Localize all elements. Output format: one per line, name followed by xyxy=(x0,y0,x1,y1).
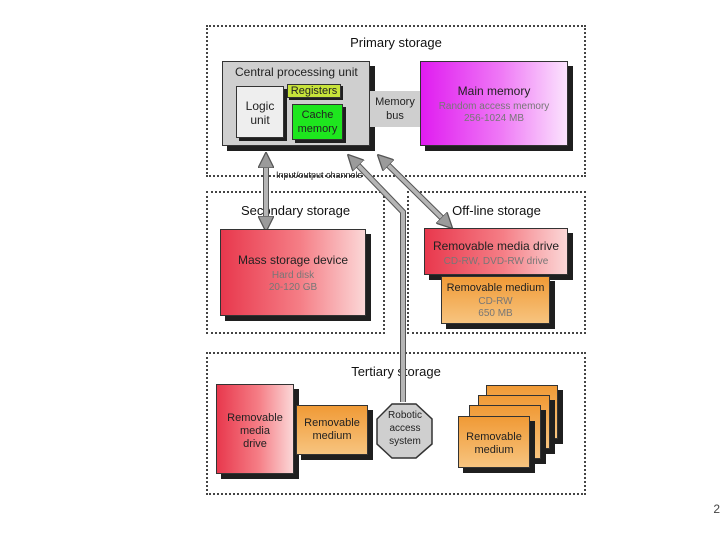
main-memory-title: Main memory xyxy=(457,84,531,98)
robotic-line2: access xyxy=(389,423,421,434)
cache-line2: memory xyxy=(297,123,338,135)
offline-drive-line1: CD-RW, DVD-RW drive xyxy=(443,256,549,267)
mass-storage-line1: Hard disk xyxy=(271,270,315,281)
io-channels-label: Input/output channels xyxy=(276,170,363,180)
stack-medium-line1: Removable xyxy=(466,431,522,443)
tertiary-drive-line3: drive xyxy=(243,438,267,450)
memory-bus-box: Memory bus xyxy=(370,91,420,127)
main-memory-box: Main memory Random access memory 256-102… xyxy=(420,61,568,146)
logic-unit-box: Logic unit xyxy=(236,86,284,138)
robotic-line1: Robotic xyxy=(388,410,422,421)
io-arrow-offline xyxy=(383,160,447,223)
offline-drive-box: Removable media drive CD-RW, DVD-RW driv… xyxy=(424,228,568,275)
tertiary-drive-line2: media xyxy=(240,425,270,437)
tertiary-drive-line1: Removable xyxy=(227,412,283,424)
main-memory-line1: Random access memory xyxy=(438,101,550,112)
memory-bus-line2: bus xyxy=(386,110,404,122)
tertiary-medium-line2: medium xyxy=(312,430,352,442)
tertiary-drive-box: Removable media drive xyxy=(216,384,294,474)
tertiary-storage-title: Tertiary storage xyxy=(351,364,441,379)
mass-storage-line2: 20-120 GB xyxy=(268,282,318,293)
stack-medium-front: Removable medium xyxy=(458,416,530,468)
offline-medium-box: Removable medium CD-RW 650 MB xyxy=(441,276,550,324)
offline-storage-region: Off-line storage xyxy=(407,191,586,334)
offline-medium-title: Removable medium xyxy=(446,282,545,294)
offline-medium-line2: 650 MB xyxy=(478,308,513,319)
main-memory-line2: 256-1024 MB xyxy=(463,113,525,124)
cache-line1: Cache xyxy=(301,109,334,121)
tertiary-storage-region: Tertiary storage xyxy=(206,352,586,495)
logic-unit-line2: unit xyxy=(250,113,270,127)
registers-label: Registers xyxy=(290,85,338,97)
primary-storage-title: Primary storage xyxy=(350,35,442,50)
stack-medium-line2: medium xyxy=(474,444,514,456)
robotic-line3: system xyxy=(389,436,421,447)
memory-bus-line1: Memory xyxy=(375,96,415,108)
logic-unit-line1: Logic xyxy=(245,99,275,113)
offline-medium-line1: CD-RW xyxy=(478,296,513,307)
offline-storage-title: Off-line storage xyxy=(452,203,541,218)
cache-memory-box: Cache memory xyxy=(292,104,343,140)
mass-storage-title: Mass storage device xyxy=(237,253,349,267)
offline-drive-title: Removable media drive xyxy=(432,239,560,253)
tertiary-medium-line1: Removable xyxy=(304,417,360,429)
tertiary-medium-box: Removable medium xyxy=(296,405,368,455)
mass-storage-box: Mass storage device Hard disk 20-120 GB xyxy=(220,229,366,316)
page-number: 2 xyxy=(713,502,720,516)
registers-box: Registers xyxy=(287,84,341,98)
cpu-title: Central processing unit xyxy=(235,65,358,79)
